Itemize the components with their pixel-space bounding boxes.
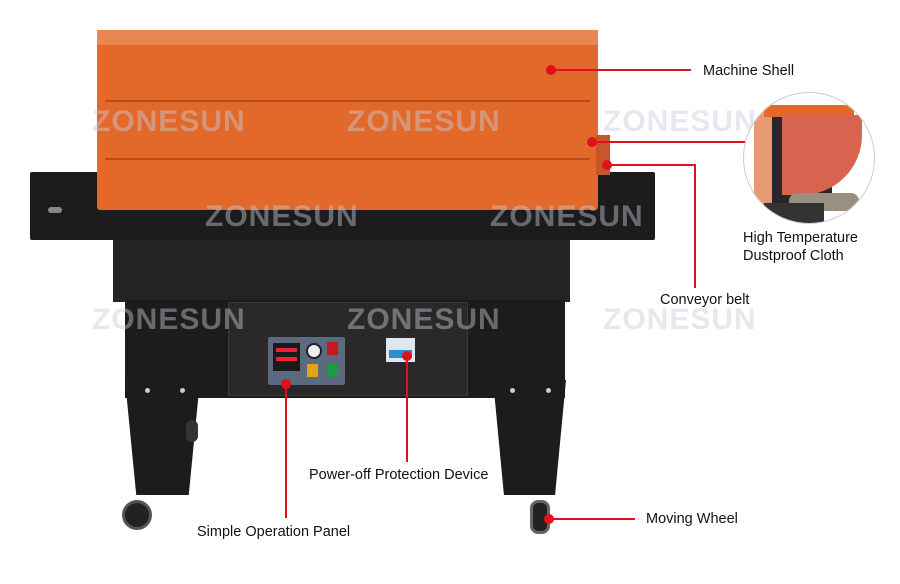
conveyor-slot — [48, 207, 62, 213]
left-wheel — [122, 500, 152, 530]
temperature-display — [273, 343, 300, 371]
power-off-label: Power-off Protection Device — [309, 467, 489, 483]
conveyor-belt-label: Conveyor belt — [660, 292, 750, 308]
machine-shell — [97, 30, 598, 210]
conveyor-belt-marker — [602, 160, 612, 170]
watermark: ZONESUN — [347, 105, 501, 138]
right-leg — [493, 380, 566, 495]
watermark: ZONESUN — [92, 303, 246, 336]
operation-panel-marker — [281, 379, 291, 389]
red-switch — [327, 342, 338, 355]
dustproof-cloth-marker — [587, 137, 597, 147]
moving-wheel-marker — [544, 514, 554, 524]
watermark: ZONESUN — [603, 105, 757, 138]
machine-shell-label: Machine Shell — [703, 63, 795, 79]
dustproof-cloth-inset — [743, 92, 875, 224]
control-panel — [268, 337, 345, 385]
dustproof-label-line2: Dustproof Cloth — [743, 248, 844, 264]
green-switch — [327, 364, 338, 377]
dustproof-label-line1: High Temperature — [743, 230, 858, 246]
watermark: ZONESUN — [92, 105, 246, 138]
knob — [306, 343, 322, 359]
watermark: ZONESUN — [205, 200, 359, 233]
yellow-switch — [307, 364, 318, 377]
power-off-marker — [402, 351, 412, 361]
moving-wheel-label: Moving Wheel — [646, 511, 738, 527]
watermark: ZONESUN — [490, 200, 644, 233]
watermark: ZONESUN — [347, 303, 501, 336]
rear-wheel — [186, 420, 198, 442]
watermark: ZONESUN — [603, 303, 757, 336]
machine-body — [113, 240, 570, 302]
machine-shell-marker — [546, 65, 556, 75]
operation-panel-label: Simple Operation Panel — [197, 524, 351, 540]
